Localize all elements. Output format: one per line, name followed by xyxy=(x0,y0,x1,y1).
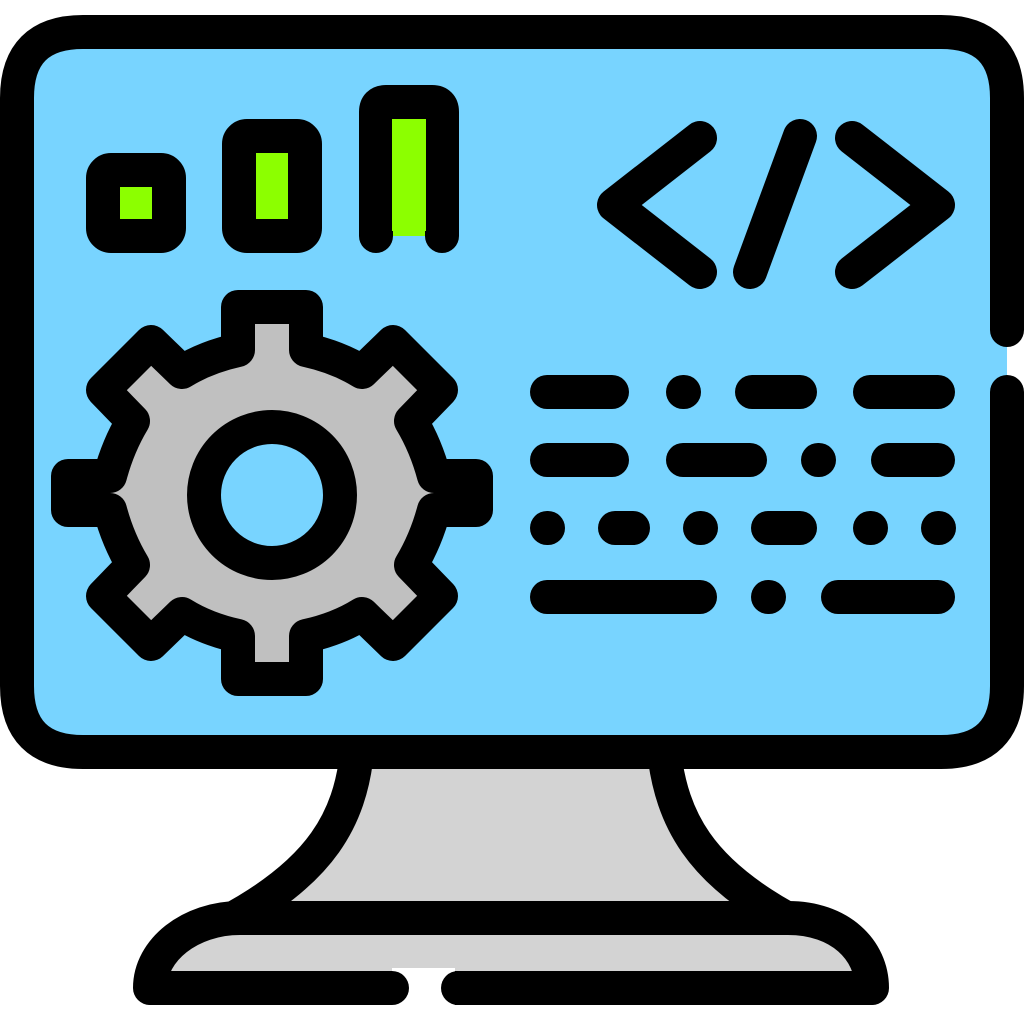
code-brackets-icon xyxy=(597,119,955,289)
gear-icon xyxy=(51,290,493,696)
code-text-lines xyxy=(530,375,956,614)
stand-neck xyxy=(217,735,803,935)
bar-chart-icon xyxy=(86,85,459,253)
stand-base xyxy=(133,901,889,1008)
